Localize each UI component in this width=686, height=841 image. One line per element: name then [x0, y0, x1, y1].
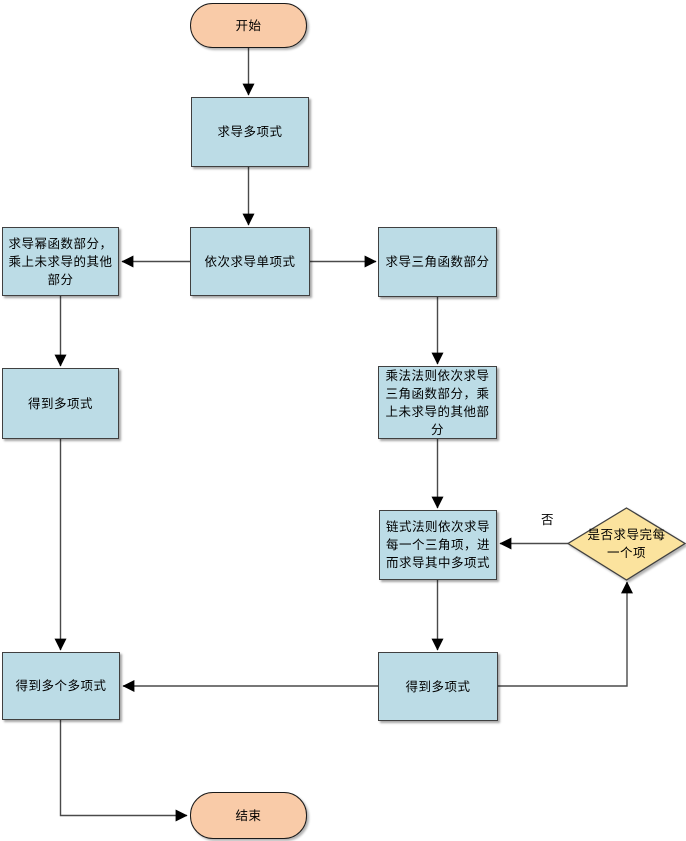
process-derive-trig[interactable]: 求导三角函数部分 — [378, 227, 497, 297]
process-chain-rule[interactable]: 链式法则依次求导每一个三角项，进而求导其中多项式 — [379, 510, 497, 580]
terminal-start[interactable]: 开始 — [190, 3, 307, 48]
node-label: 是否求导完每一个项 — [587, 528, 666, 560]
node-label: 依次求导单项式 — [204, 254, 296, 269]
process-derive-monomials[interactable]: 依次求导单项式 — [190, 227, 310, 296]
node-label: 求导三角函数部分 — [385, 255, 490, 269]
decision-done-label: 是否求导完每一个项 — [584, 508, 669, 580]
node-label: 得到多项式 — [405, 679, 471, 694]
node-label: 链式法则依次求导每一个三角项，进而求导其中多项式 — [385, 520, 490, 570]
node-label: 结束 — [235, 808, 262, 823]
process-product-rule[interactable]: 乘法法则依次求导三角函数部分，乘上未求导的其他部分 — [378, 366, 497, 439]
node-label: 得到多个多项式 — [15, 679, 107, 693]
terminal-end[interactable]: 结束 — [190, 792, 307, 839]
edge-label-no: 否 — [541, 513, 554, 527]
decision-done-shape[interactable] — [566, 507, 686, 581]
node-label: 开始 — [235, 18, 262, 33]
node-label: 求导幂函数部分，乘上未求导的其他部分 — [8, 236, 113, 287]
node-label: 求导多项式 — [217, 125, 283, 139]
connector-get-polynomial-right-to-decision — [498, 581, 633, 687]
node-label: 得到多项式 — [27, 396, 93, 411]
process-derive-polynomial[interactable]: 求导多项式 — [191, 97, 309, 167]
connector-get-many-to-end — [59, 720, 188, 822]
process-get-polynomial-left[interactable]: 得到多项式 — [2, 368, 119, 439]
process-derive-power[interactable]: 求导幂函数部分，乘上未求导的其他部分 — [2, 227, 119, 296]
node-label: 乘法法则依次求导三角函数部分，乘上未求导的其他部分 — [385, 368, 490, 437]
process-get-polynomial-right[interactable]: 得到多项式 — [378, 652, 498, 721]
process-get-many-polynomials[interactable]: 得到多个多项式 — [2, 652, 120, 720]
